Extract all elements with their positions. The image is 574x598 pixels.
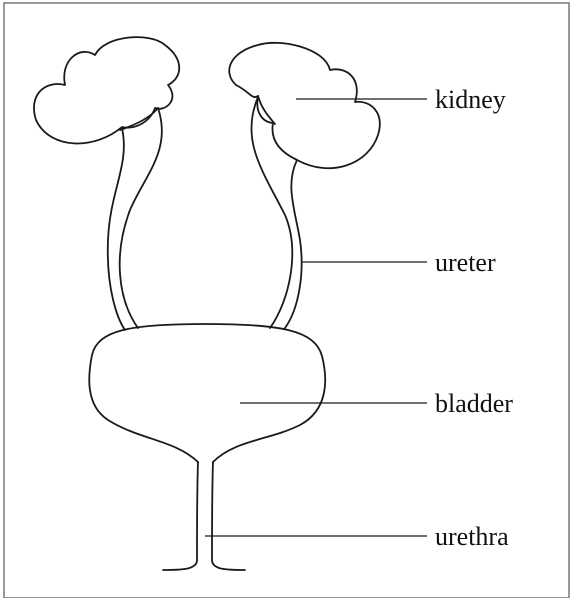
urethra-label: urethra	[435, 522, 509, 551]
left-ureter-outer	[108, 128, 125, 330]
left-kidney	[34, 37, 179, 143]
right-kidney-hilum	[258, 96, 275, 124]
right-kidney	[229, 43, 380, 168]
left-ureter-inner	[120, 108, 162, 328]
urethra-right-wall	[212, 462, 245, 570]
kidney-label: kidney	[435, 85, 506, 114]
urethra-left-wall	[163, 462, 198, 570]
bladder-label: bladder	[435, 389, 513, 418]
ureter-label: ureter	[435, 248, 496, 277]
right-ureter-inner	[285, 160, 302, 328]
bladder	[89, 324, 325, 462]
